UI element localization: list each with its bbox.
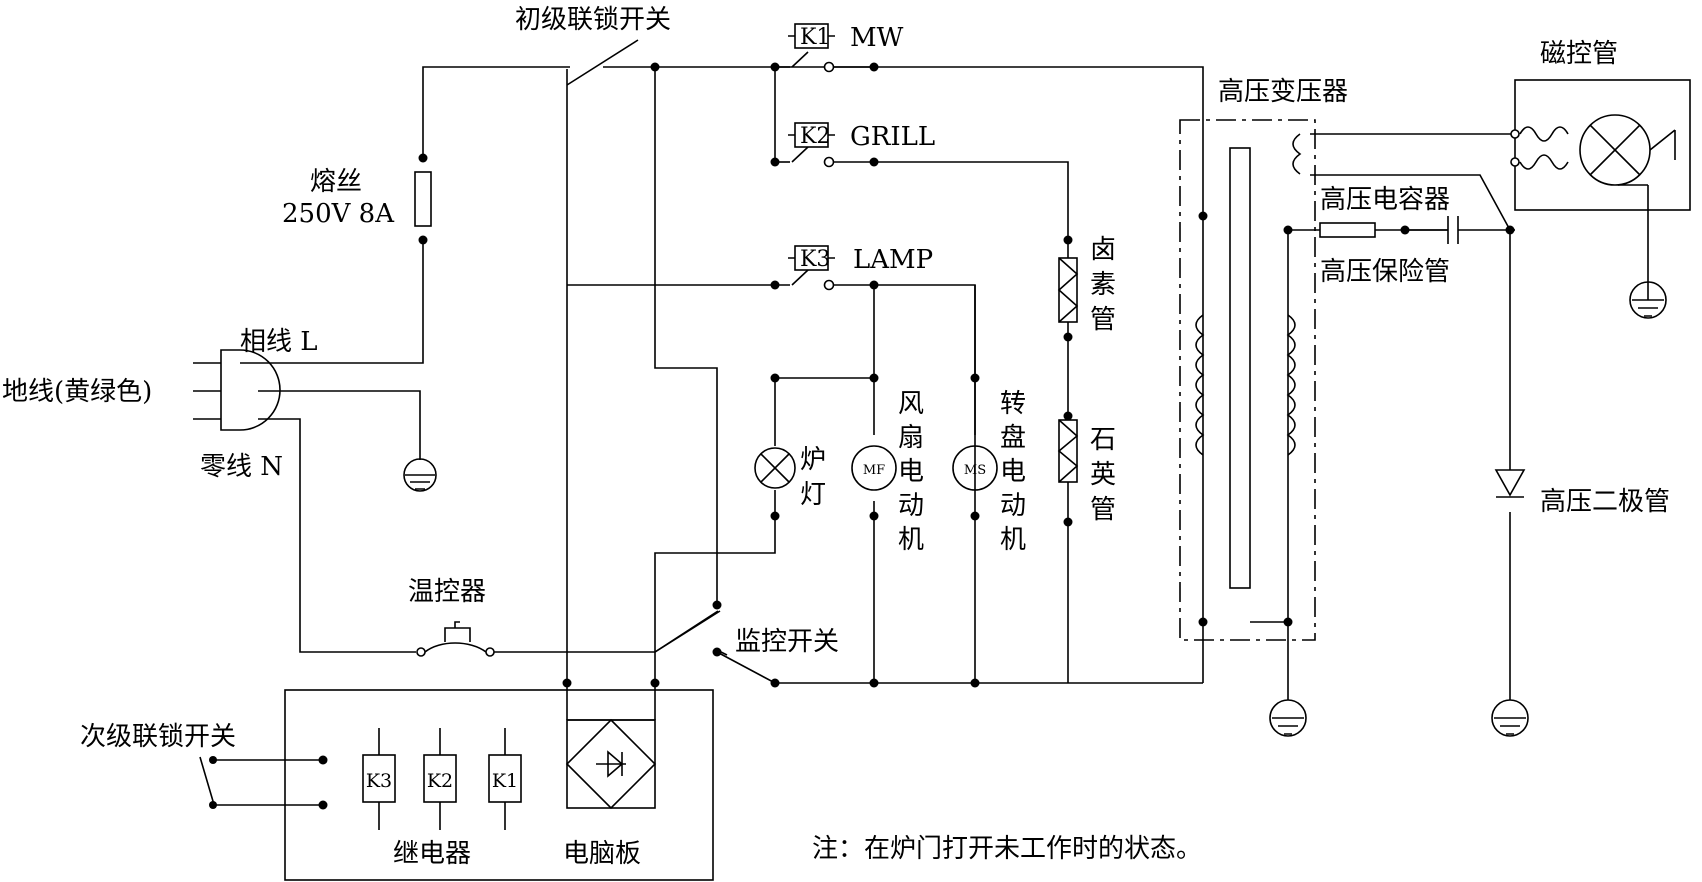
halogen-heater [1057, 257, 1079, 323]
hv-capacitor [1405, 216, 1470, 244]
relay-k1-label: K1 [492, 770, 518, 792]
power-plug [193, 349, 281, 431]
lamp-label: LAMP [853, 245, 933, 275]
quartz-label-2: 英 [1090, 460, 1116, 490]
turntable-label-4: 动 [1000, 491, 1026, 521]
hv-transformer [1179, 119, 1316, 641]
bridge-rectifier [565, 718, 657, 810]
halogen-label-1: 卤 [1090, 235, 1116, 265]
relay-label: 继电器 [393, 839, 471, 869]
fan-motor-code: MF [863, 463, 885, 478]
k3-box-label: K3 [800, 247, 830, 272]
k1-contact [775, 23, 835, 73]
wires [240, 66, 1649, 720]
k1-box-label: K1 [800, 25, 830, 50]
phase-label: 相线 L [240, 327, 318, 357]
mw-label: MW [850, 23, 904, 53]
fuse-rating: 250V 8A [282, 199, 395, 229]
hv-fuse [1319, 222, 1376, 238]
relay-k2: K2 [423, 728, 457, 830]
k2-contact [788, 122, 835, 168]
thermostat-label: 温控器 [408, 577, 486, 607]
monitor-switch [654, 610, 721, 653]
fan-motor-label-3: 电 [898, 457, 924, 487]
fan-motor-label-2: 扇 [898, 423, 924, 453]
magnetron [1510, 79, 1691, 211]
hv-diode-label: 高压二极管 [1540, 487, 1670, 517]
turntable-label-3: 电 [1000, 457, 1026, 487]
magnetron-label: 磁控管 [1540, 39, 1618, 69]
hv-transformer-label: 高压变压器 [1218, 77, 1348, 107]
hv-fuse-label: 高压保险管 [1320, 257, 1450, 287]
primary-interlock-label: 初级联锁开关 [515, 5, 671, 35]
relay-k1: K1 [488, 728, 522, 830]
turntable-label-2: 盘 [1000, 423, 1026, 453]
oven-lamp-label-1: 炉 [800, 445, 826, 475]
fuse [414, 171, 432, 227]
hv-capacitor-label: 高压电容器 [1320, 185, 1450, 215]
text-labels: 初级联锁开关 熔丝 250V 8A 相线 L 地线(黄绿色) 零线 N 温控器 … [2, 5, 1670, 869]
quartz-label-1: 石 [1090, 425, 1116, 455]
fan-motor-label-1: 风 [898, 389, 924, 419]
k3-contact [788, 245, 835, 291]
secondary-interlock-label: 次级联锁开关 [80, 722, 236, 752]
quartz-heater [1057, 419, 1079, 483]
relay-k3: K3 [362, 728, 396, 830]
k2-box-label: K2 [800, 124, 830, 149]
hv-diode [1494, 469, 1526, 498]
neutral-label: 零线 N [200, 452, 283, 482]
relay-k3-label: K3 [366, 770, 392, 792]
oven-lamp [754, 447, 796, 489]
turntable-label-1: 转 [1000, 389, 1026, 419]
monitor-switch-label: 监控开关 [735, 627, 839, 657]
oven-lamp-label-2: 灯 [800, 480, 826, 510]
halogen-label-2: 素 [1090, 270, 1116, 300]
control-board [199, 689, 714, 881]
thermostat [416, 621, 495, 657]
ground-symbol-transformer [1269, 699, 1307, 737]
fuse-title: 熔丝 [310, 167, 362, 197]
grill-label: GRILL [850, 122, 935, 152]
note-text: 注：在炉门打开未工作时的状态。 [812, 834, 1202, 864]
turntable-motor-code: MS [964, 463, 986, 478]
relay-k2-label: K2 [427, 770, 453, 792]
ground-symbol-diode [1491, 699, 1529, 737]
primary-interlock-switch [566, 39, 639, 86]
board-label: 电脑板 [563, 839, 641, 869]
turntable-label-5: 机 [1000, 525, 1026, 555]
quartz-label-3: 管 [1090, 495, 1116, 525]
ground-label: 地线(黄绿色) [2, 377, 152, 407]
fan-motor: MF [851, 445, 897, 491]
fan-motor-label-5: 机 [898, 525, 924, 555]
turntable-motor: MS [952, 445, 998, 491]
ground-symbol-magnetron [1629, 281, 1667, 319]
fan-motor-label-4: 动 [898, 491, 924, 521]
ground-symbol [403, 458, 437, 492]
halogen-label-3: 管 [1090, 305, 1116, 335]
